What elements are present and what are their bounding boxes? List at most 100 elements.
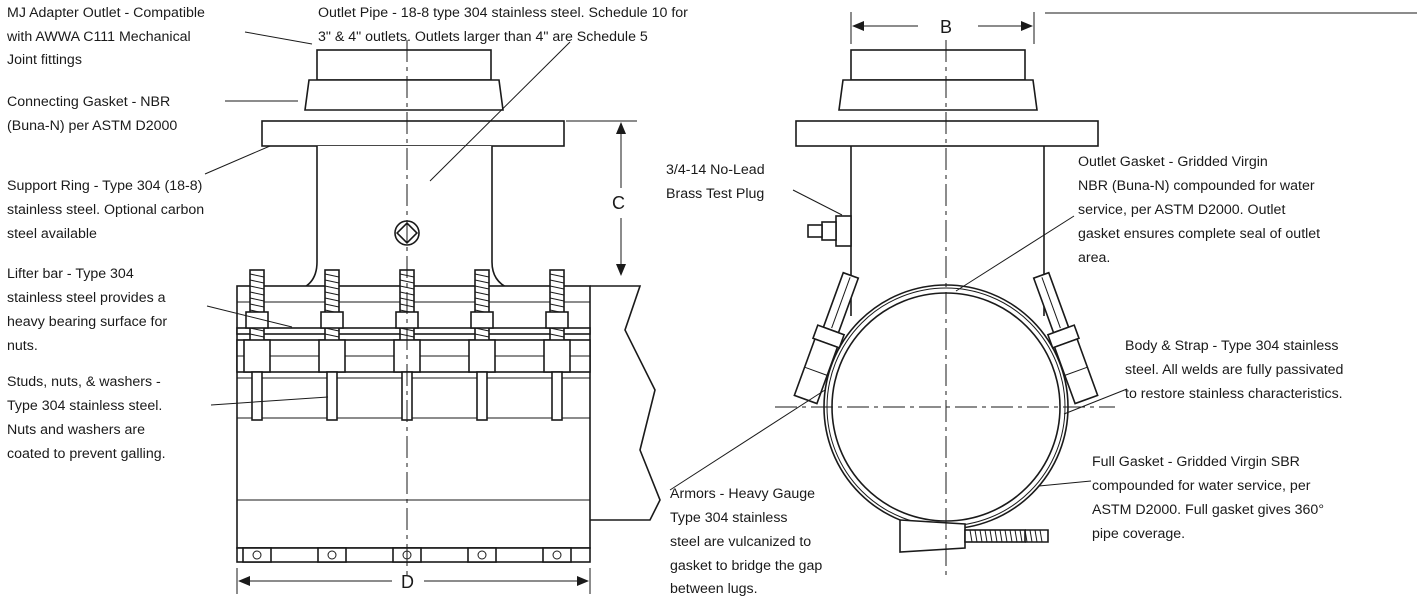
leader-mj-adapter <box>244 31 313 45</box>
lug <box>318 339 346 373</box>
test-plug-tip <box>807 224 823 238</box>
stud-thread <box>549 303 565 308</box>
leader-studs <box>210 396 329 406</box>
side-view <box>775 40 1115 575</box>
label-connecting-gasket: Connecting Gasket - NBR (Buna-N) per AST… <box>7 94 177 134</box>
stud-thread <box>249 297 265 302</box>
stud-thread <box>324 279 340 284</box>
front-view <box>236 40 661 575</box>
label-outlet-gasket: Outlet Gasket - Gridded Virgin NBR (Buna… <box>1078 154 1324 266</box>
stud-thread <box>549 297 565 302</box>
test-plug-hex <box>821 221 837 241</box>
dimension-d-arrow-left <box>238 576 250 586</box>
strap-thread <box>1029 529 1033 543</box>
dimension-d: D <box>236 568 591 594</box>
stud-thread <box>549 285 565 290</box>
stud-thread <box>399 285 415 290</box>
dimension-c-arrow-top <box>616 122 626 134</box>
label-armors: Armors - Heavy Gauge Type 304 stainless … <box>670 486 826 597</box>
leader-body-strap <box>1063 388 1128 415</box>
label-body-strap: Body & Strap - Type 304 stainless steel.… <box>1125 338 1347 402</box>
lug-seam <box>804 366 828 376</box>
mj-adapter-outlet-side <box>850 49 1026 81</box>
strap-thread <box>1014 529 1018 543</box>
stud-thread <box>324 285 340 290</box>
stud-thread <box>474 297 490 302</box>
stud-thread <box>249 273 265 278</box>
bottom-lug <box>242 547 272 563</box>
connecting-gasket-side <box>838 79 1038 111</box>
lug <box>468 339 496 373</box>
stud-thread <box>324 297 340 302</box>
label-studs: Studs, nuts, & washers - Type 304 stainl… <box>7 374 166 462</box>
lug <box>243 339 271 373</box>
stud-thread <box>549 273 565 278</box>
stud-thread <box>474 303 490 308</box>
leader-lifter-bar <box>206 305 293 328</box>
stud-thread <box>549 279 565 284</box>
nut <box>245 311 269 329</box>
bottom-lug <box>467 547 497 563</box>
stud-thread <box>249 285 265 290</box>
stud-thread <box>399 279 415 284</box>
dimension-d-arrow-right <box>577 576 589 586</box>
dimension-b-label: B <box>940 17 952 37</box>
stud-thread <box>549 291 565 296</box>
lug-seam <box>1064 366 1088 376</box>
leader-outlet-gasket <box>955 215 1075 292</box>
label-full-gasket: Full Gasket - Gridded Virgin SBR compoun… <box>1092 454 1328 542</box>
stud-lower <box>551 371 563 421</box>
stud-thread <box>474 285 490 290</box>
strap-thread <box>999 529 1003 543</box>
leader-full-gasket <box>1038 480 1092 487</box>
stud-thread <box>474 273 490 278</box>
stud-thread <box>324 333 340 338</box>
label-test-plug: 3/4-14 No-Lead Brass Test Plug <box>666 162 769 202</box>
stud-thread <box>249 303 265 308</box>
leader-armors <box>669 389 826 491</box>
nut <box>320 311 344 329</box>
bottom-lug <box>542 547 572 563</box>
lug <box>543 339 571 373</box>
strap-thread <box>989 529 993 543</box>
strap-thread <box>969 529 973 543</box>
stud-thread <box>249 333 265 338</box>
dimension-d-label: D <box>401 572 414 592</box>
strap-thread <box>1019 529 1023 543</box>
strap-threads <box>969 529 1043 543</box>
bottom-lug <box>317 547 347 563</box>
support-ring-side <box>795 120 1099 147</box>
bottom-lug-hole <box>327 550 337 560</box>
callout-labels: MJ Adapter Outlet - Compatible with AWWA… <box>6 5 1347 597</box>
strap-thread <box>994 529 998 543</box>
stud-thread <box>549 333 565 338</box>
stud-lower <box>326 371 338 421</box>
side-lug-right <box>1032 271 1099 405</box>
stud-lower <box>251 371 263 421</box>
stud-thread <box>324 273 340 278</box>
strap-lug <box>899 519 966 553</box>
dimension-b-arrow-left <box>852 21 864 31</box>
leader-lines <box>204 31 1128 491</box>
stud-thread <box>249 291 265 296</box>
dimension-c-label: C <box>612 193 625 213</box>
stud-thread <box>474 291 490 296</box>
stud-thread <box>324 291 340 296</box>
stud-thread <box>474 333 490 338</box>
label-lifter-bar: Lifter bar - Type 304 stainless steel pr… <box>7 266 171 354</box>
stud-thread <box>1041 277 1061 329</box>
dimension-c-arrow-bottom <box>616 264 626 276</box>
strap-thread <box>1004 529 1008 543</box>
pipe-break-outline <box>590 285 661 521</box>
leader-outlet-pipe <box>429 41 571 182</box>
stud-thread <box>324 303 340 308</box>
bottom-lug-hole <box>477 550 487 560</box>
bottom-lug-hole <box>552 550 562 560</box>
nut <box>545 311 569 329</box>
connecting-gasket <box>304 79 504 111</box>
strap-thread <box>979 529 983 543</box>
stud-thread <box>249 279 265 284</box>
label-support-ring: Support Ring - Type 304 (18-8) stainless… <box>7 178 208 242</box>
